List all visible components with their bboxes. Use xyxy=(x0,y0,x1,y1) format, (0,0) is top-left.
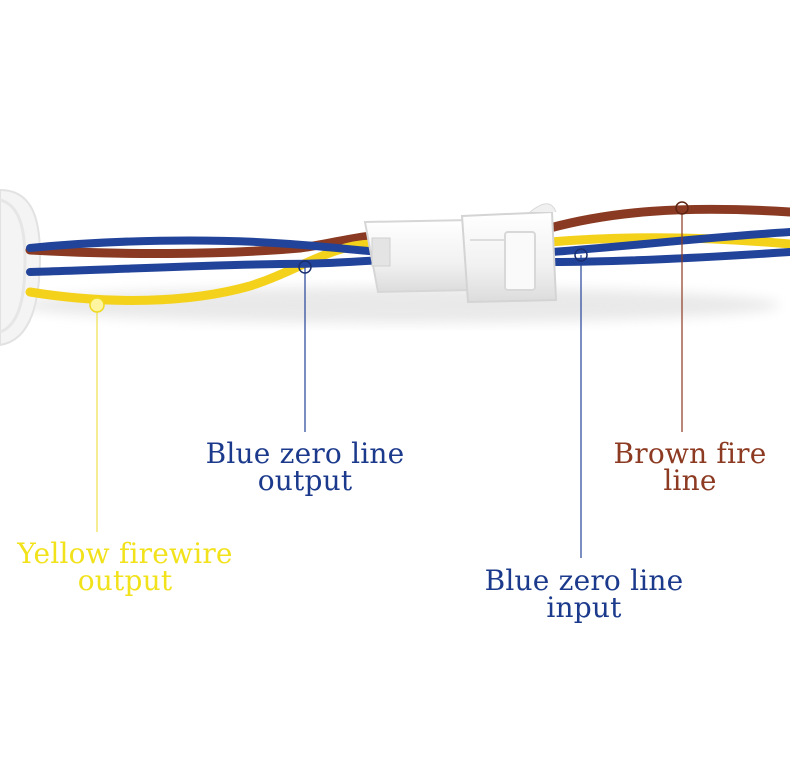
label-line-2: line xyxy=(663,464,717,497)
pointer-blue-output xyxy=(298,260,312,432)
label-line-1: Yellow firewire xyxy=(17,537,233,570)
label-line-1: Blue zero line xyxy=(484,564,684,597)
brown-wire-right xyxy=(545,204,790,233)
label-yellow-firewire-output: Yellow firewire output xyxy=(0,537,250,597)
plug-connector xyxy=(363,203,558,304)
pointer-brown-fire xyxy=(675,201,689,432)
label-line-2: input xyxy=(546,591,622,624)
yellow-wire-right xyxy=(545,233,790,249)
label-brown-fire-line: Brown fire line xyxy=(600,437,780,497)
label-line-2: output xyxy=(257,464,353,497)
blue-wire-left-lower xyxy=(26,256,386,276)
label-blue-zero-line-output: Blue zero line output xyxy=(190,437,420,497)
blue-wire-left-upper xyxy=(26,236,384,256)
pointer-blue-input xyxy=(574,248,588,558)
label-line-1: Brown fire xyxy=(613,437,767,470)
blue-wire-right-lower xyxy=(548,248,790,266)
label-line-2: output xyxy=(77,564,173,597)
pointer-yellow-output xyxy=(89,297,105,532)
label-blue-zero-line-input: Blue zero line input xyxy=(470,564,698,624)
cable-clip xyxy=(0,188,42,347)
brown-wire-left xyxy=(25,231,377,259)
label-line-1: Blue zero line xyxy=(205,437,405,470)
